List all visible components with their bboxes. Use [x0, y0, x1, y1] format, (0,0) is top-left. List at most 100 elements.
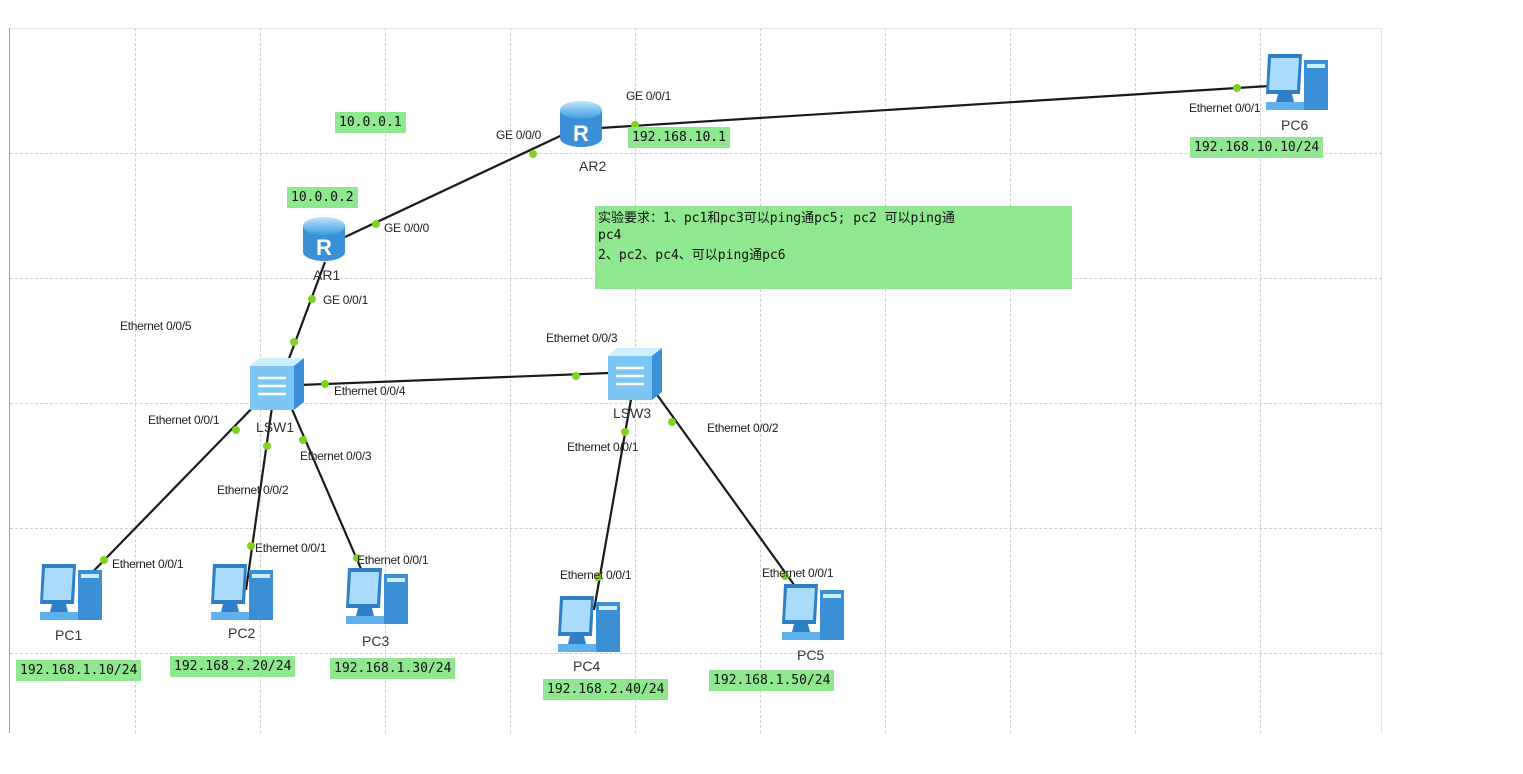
port-label: GE 0/0/1 [323, 293, 368, 307]
ip-label-pc6[interactable]: 192.168.10.10/24 [1190, 137, 1324, 158]
port-dot [529, 150, 537, 158]
port-label: Ethernet 0/0/1 [148, 413, 220, 427]
port-label: Ethernet 0/0/1 [762, 566, 834, 580]
switch-icon [250, 358, 304, 410]
port-label: GE 0/0/1 [626, 89, 671, 103]
switch-lsw1[interactable] [248, 356, 306, 417]
canvas-left-border [9, 28, 10, 733]
pc-icon [558, 596, 620, 652]
pc-icon [1266, 54, 1328, 110]
grid-line [510, 28, 511, 733]
link-ar1-lsw1 [282, 261, 327, 373]
port-dot [668, 418, 676, 426]
grid-line [135, 28, 136, 733]
port-dot [594, 573, 602, 581]
ip-label-pc2[interactable]: 192.168.2.20/24 [170, 656, 296, 677]
port-label: GE 0/0/0 [384, 221, 429, 235]
canvas-top-border [9, 28, 1382, 29]
note-line-2: pc4 [598, 228, 622, 243]
ip-label-ar1-ge000[interactable]: 10.0.0.2 [287, 187, 358, 208]
ip-label-pc4[interactable]: 192.168.2.40/24 [543, 679, 669, 700]
port-dot [263, 442, 271, 450]
router-icon: R [303, 217, 345, 261]
pc-icon [40, 564, 102, 620]
grid-line [885, 28, 886, 733]
pc-pc4[interactable] [556, 594, 622, 661]
grid-line [760, 28, 761, 733]
device-label-pc2: PC2 [228, 625, 256, 641]
pc-icon [346, 568, 408, 624]
port-label: Ethernet 0/0/3 [546, 331, 618, 345]
link-lsw1-pc3 [286, 399, 370, 586]
port-label: Ethernet 0/0/1 [1189, 101, 1261, 115]
device-label-pc3: PC3 [362, 633, 390, 649]
port-dot [1233, 84, 1241, 92]
pc-icon [211, 564, 273, 620]
pc-pc3[interactable] [344, 566, 410, 633]
svg-text:R: R [573, 121, 589, 146]
note-line-1: 实验要求：1、pc1和pc3可以ping通pc5; pc2 可以ping通 [598, 211, 955, 226]
port-dot [308, 295, 316, 303]
port-label: Ethernet 0/0/1 [560, 568, 632, 582]
port-label: GE 0/0/0 [496, 128, 541, 142]
device-label-pc6: PC6 [1281, 117, 1309, 133]
port-label: Ethernet 0/0/1 [567, 440, 639, 454]
port-dot [372, 220, 380, 228]
link-ar2-pc6 [599, 83, 1286, 130]
device-label-pc5: PC5 [797, 647, 825, 663]
grid-line [10, 653, 1382, 654]
port-dot [299, 436, 307, 444]
device-label-pc1: PC1 [55, 627, 83, 643]
grid-line [1260, 28, 1261, 733]
ip-label-pc5[interactable]: 192.168.1.50/24 [709, 670, 835, 691]
port-dot [621, 428, 629, 436]
port-dot [353, 554, 361, 562]
link-lsw1-pc1 [79, 397, 263, 586]
device-label-lsw1: LSW1 [256, 419, 295, 435]
device-label-pc4: PC4 [573, 658, 601, 674]
grid-line [10, 153, 1382, 154]
pc-pc5[interactable] [780, 582, 846, 649]
link-ar1-ar2 [344, 121, 591, 238]
device-label-ar2: AR2 [579, 158, 607, 174]
port-dot [321, 380, 329, 388]
grid-line [10, 528, 1382, 529]
port-dot [232, 426, 240, 434]
port-label: Ethernet 0/0/5 [120, 319, 192, 333]
pc-pc6[interactable] [1264, 52, 1330, 119]
port-dot [100, 556, 108, 564]
pc-pc2[interactable] [209, 562, 275, 629]
port-dot [247, 542, 255, 550]
grid-line [1135, 28, 1136, 733]
ip-label-pc3[interactable]: 192.168.1.30/24 [330, 658, 456, 679]
port-dot [781, 572, 789, 580]
port-label: Ethernet 0/0/2 [217, 483, 289, 497]
router-ar1[interactable]: R [301, 212, 347, 269]
port-dot [572, 372, 580, 380]
pc-pc1[interactable] [38, 562, 104, 629]
port-label: Ethernet 0/0/1 [112, 557, 184, 571]
canvas-right-border [1381, 28, 1382, 733]
pc-icon [782, 584, 844, 640]
port-label: Ethernet 0/0/1 [357, 553, 429, 567]
device-label-ar1: AR1 [313, 267, 341, 283]
requirements-note[interactable]: 实验要求：1、pc1和pc3可以ping通pc5; pc2 可以ping通 pc… [595, 206, 1072, 289]
ip-label-pc1[interactable]: 192.168.1.10/24 [16, 660, 142, 681]
link-lsw3-pc4 [592, 387, 635, 611]
port-dot [290, 338, 298, 346]
grid-line [385, 28, 386, 733]
switch-icon [608, 348, 662, 400]
ip-label-ar2-ge000[interactable]: 10.0.0.1 [335, 112, 406, 133]
svg-text:R: R [316, 235, 332, 260]
link-lsw1-pc2 [244, 399, 275, 591]
note-line-3: 2、pc2、pc4、可以ping通pc6 [598, 248, 786, 263]
link-lsw3-pc5 [649, 384, 806, 601]
switch-lsw3[interactable] [606, 346, 664, 407]
port-label: Ethernet 0/0/1 [255, 541, 327, 555]
port-label: Ethernet 0/0/3 [300, 449, 372, 463]
ip-label-ar2-ge001[interactable]: 192.168.10.1 [628, 127, 730, 148]
port-label: Ethernet 0/0/2 [707, 421, 779, 435]
router-ar2[interactable]: R [558, 96, 604, 155]
